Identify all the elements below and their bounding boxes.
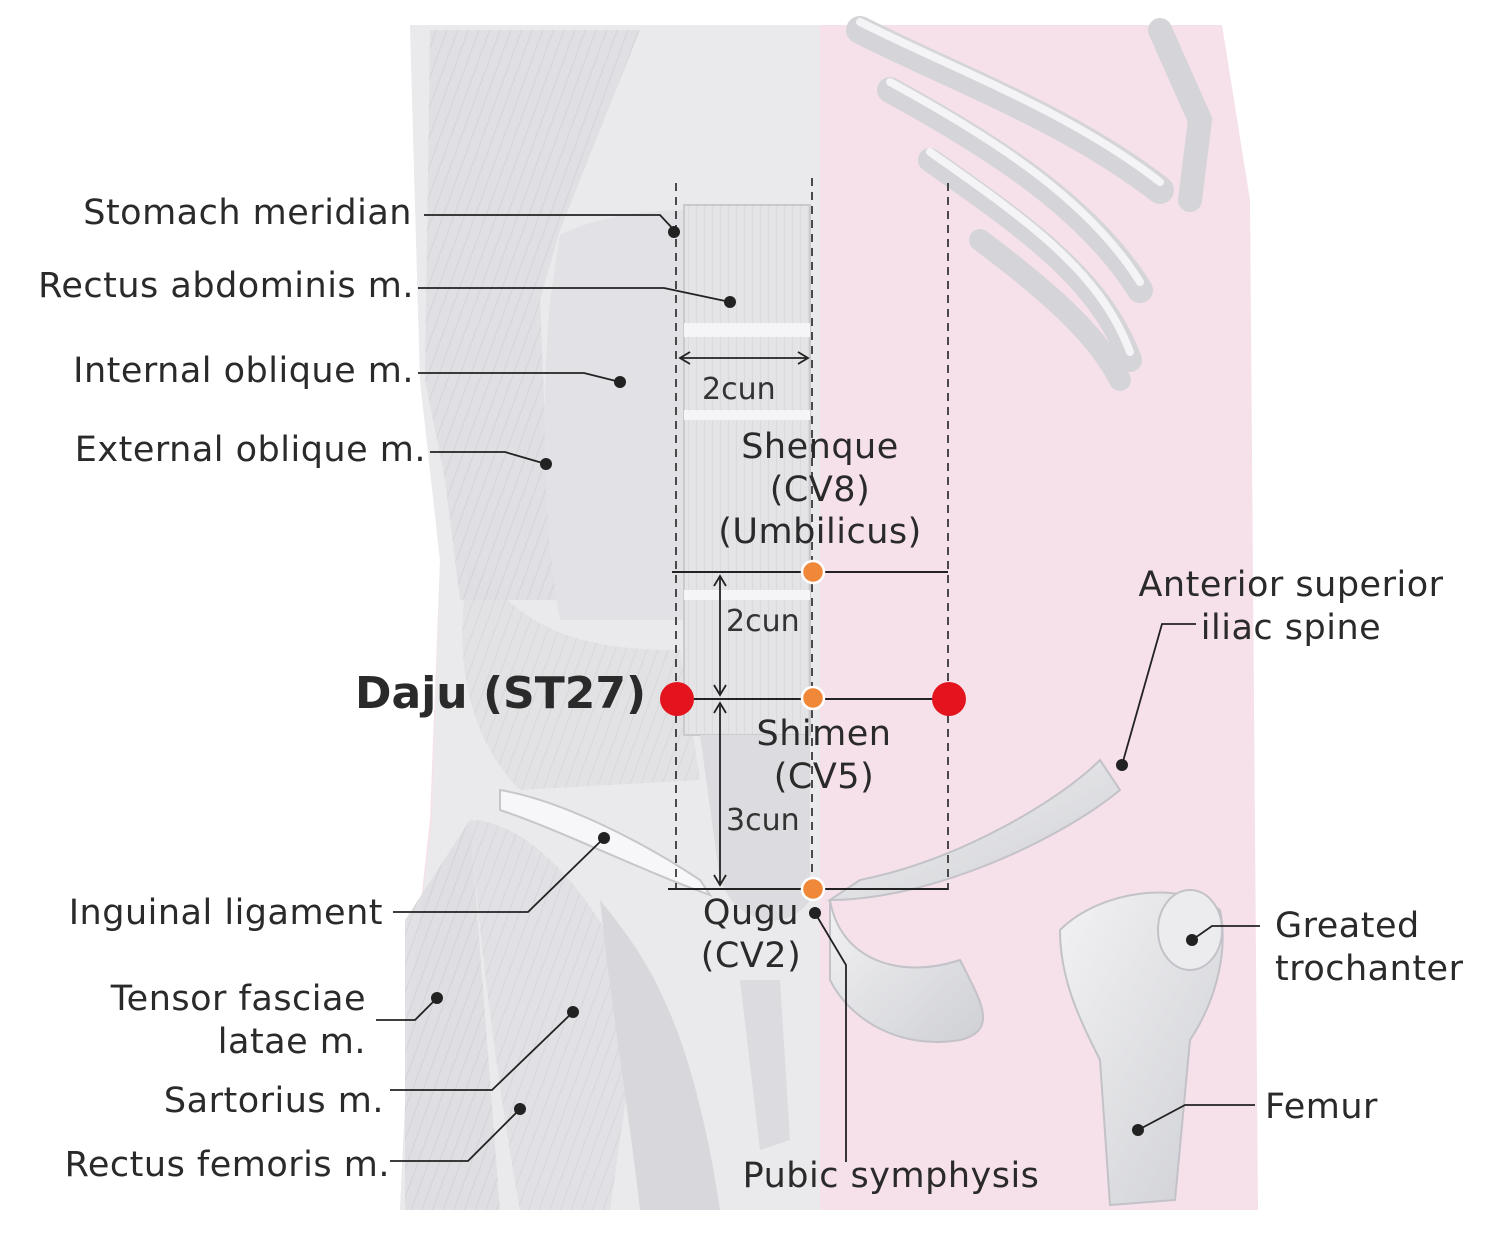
label-troch-line2: trochanter bbox=[1275, 948, 1464, 989]
label-asis-line2: iliac spine bbox=[1200, 607, 1382, 648]
label-shimen-line2: (CV5) bbox=[773, 756, 875, 797]
label-external-oblique: External oblique m. bbox=[74, 430, 426, 470]
label-tensor-line1: Tensor fasciae bbox=[110, 979, 366, 1019]
thigh-muscles bbox=[405, 820, 720, 1210]
label-asis: Anterior superior iliac spine bbox=[1126, 564, 1456, 649]
measurement-arrows bbox=[678, 351, 810, 887]
label-greater-trochanter: Greated trochanter bbox=[1275, 905, 1463, 990]
label-pubic-symphysis: Pubic symphysis bbox=[742, 1156, 1040, 1196]
leader-dots bbox=[431, 226, 1198, 1136]
shimen-point bbox=[800, 685, 826, 711]
daju-point-left bbox=[660, 682, 694, 716]
label-shenque-line1: Shenque bbox=[741, 427, 899, 467]
label-tensor-line2: latae m. bbox=[217, 1021, 366, 1062]
shenque-point bbox=[800, 559, 826, 585]
label-tensor-fasciae: Tensor fasciae latae m. bbox=[111, 978, 366, 1063]
femur-bone bbox=[1058, 889, 1224, 1207]
rectus-abdominis-muscle bbox=[683, 204, 811, 921]
label-qugu-line1: Qugu bbox=[702, 893, 800, 933]
label-troch-line1: Greated bbox=[1275, 906, 1420, 946]
label-shenque-line2: (CV8) bbox=[769, 469, 871, 510]
label-asis-line1: Anterior superior bbox=[1138, 565, 1444, 605]
measure-upper: 2cun bbox=[726, 604, 800, 639]
ribcage-highlights bbox=[856, 18, 1164, 356]
daju-point-right bbox=[932, 682, 966, 716]
measure-lower: 3cun bbox=[726, 803, 800, 838]
daju-points bbox=[660, 682, 966, 716]
label-shimen-line1: Shimen bbox=[756, 714, 892, 754]
reference-points bbox=[800, 559, 826, 902]
point-title: Daju (ST27) bbox=[355, 668, 647, 719]
measure-width: 2cun bbox=[702, 372, 776, 407]
label-stomach-meridian: Stomach meridian bbox=[83, 193, 412, 233]
label-shenque: Shenque (CV8) (Umbilicus) bbox=[690, 426, 950, 554]
label-qugu: Qugu (CV2) bbox=[688, 892, 814, 977]
label-rectus-abdominis: Rectus abdominis m. bbox=[38, 266, 414, 306]
leader-lines bbox=[376, 214, 1260, 1162]
label-shenque-line3: (Umbilicus) bbox=[718, 512, 922, 553]
label-sartorius: Sartorius m. bbox=[163, 1081, 384, 1121]
label-femur: Femur bbox=[1265, 1087, 1378, 1127]
label-shimen: Shimen (CV5) bbox=[724, 713, 924, 798]
label-internal-oblique: Internal oblique m. bbox=[73, 351, 414, 391]
oblique-muscles bbox=[425, 30, 700, 790]
label-rectus-femoris: Rectus femoris m. bbox=[64, 1145, 390, 1185]
qugu-point bbox=[800, 876, 826, 902]
label-inguinal-ligament: Inguinal ligament bbox=[68, 893, 383, 933]
label-qugu-line2: (CV2) bbox=[700, 935, 802, 976]
